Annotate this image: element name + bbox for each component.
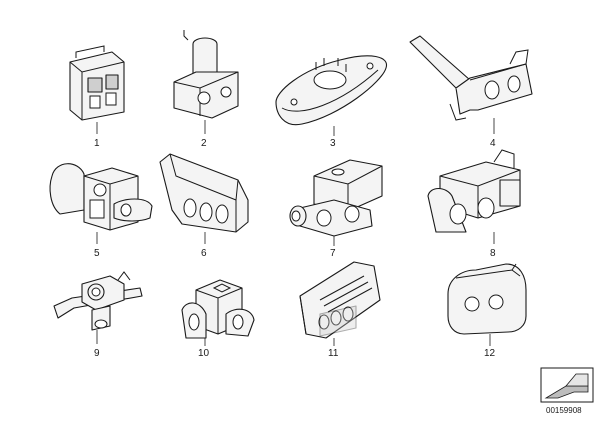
twin-grommet-icon[interactable]: [447, 263, 527, 335]
corner-symbol-icon: [540, 367, 594, 403]
label-2: 2: [201, 138, 207, 149]
single-clip-icon[interactable]: [181, 279, 255, 339]
label-11: 11: [328, 348, 339, 359]
label-9: 9: [94, 348, 100, 359]
reference-number: 00159908: [546, 406, 582, 415]
pipe-clamp-icon[interactable]: [173, 30, 239, 119]
triple-cable-holder-icon[interactable]: [159, 153, 249, 233]
grommet-plate-icon[interactable]: [275, 55, 388, 126]
connector-clip-icon[interactable]: [69, 45, 125, 121]
triple-grommet-icon[interactable]: [299, 261, 381, 339]
label-4: 4: [490, 138, 496, 149]
label-6: 6: [201, 248, 207, 259]
label-1: 1: [94, 138, 100, 149]
double-cable-clip-icon[interactable]: [49, 163, 153, 231]
pipe-bracket-icon[interactable]: [289, 159, 383, 237]
label-8: 8: [490, 248, 496, 259]
label-5: 5: [94, 248, 100, 259]
label-3: 3: [330, 138, 336, 149]
label-10: 10: [198, 348, 210, 359]
twin-pipe-clip-icon[interactable]: [427, 149, 521, 233]
label-7: 7: [330, 248, 336, 259]
bracket-holder-icon[interactable]: [409, 35, 533, 121]
mounting-bracket-icon[interactable]: [53, 271, 143, 331]
label-12: 12: [484, 348, 496, 359]
